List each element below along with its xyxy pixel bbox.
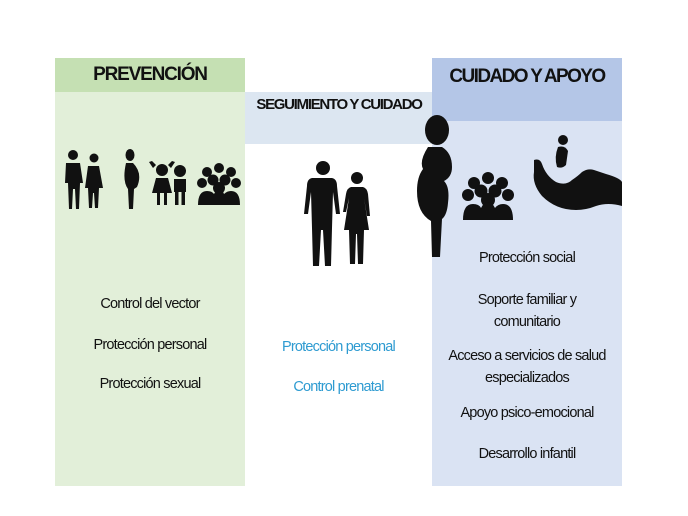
hand-holding-baby-icon: [533, 135, 622, 210]
group-icon: [462, 172, 514, 220]
care-item: Acceso a servicios de salud especializad…: [448, 348, 606, 386]
prevention-header: PREVENCIÓN: [55, 58, 245, 92]
care-item: Desarrollo infantil: [478, 446, 577, 462]
follow-up-band: [245, 92, 432, 144]
pregnant-woman-icon: [124, 149, 140, 209]
care-item: Protección social: [478, 250, 576, 266]
couple-icon: [65, 150, 103, 209]
prevention-item: Protección sexual: [99, 376, 202, 392]
follow-up-item: Control prenatal: [293, 379, 384, 395]
follow-up-title: SEGUIMIENTO Y CUIDADO: [256, 96, 423, 113]
children-icon: [149, 161, 186, 205]
care-item: Apoyo psico-emocional: [460, 405, 594, 421]
prevention-item: Protección personal: [93, 337, 208, 353]
prevention-column: [55, 58, 245, 486]
care-item: Soporte familiar y comunitario: [477, 292, 577, 330]
care-header: CUIDADO Y APOYO: [432, 58, 622, 121]
care-column: [432, 58, 622, 486]
pregnant-woman-large-icon: [417, 115, 452, 257]
prevention-item: Control del vector: [100, 296, 200, 312]
follow-up-item: Protección personal: [282, 339, 396, 355]
couple-large-icon: [304, 161, 370, 266]
group-icon: [197, 163, 241, 205]
